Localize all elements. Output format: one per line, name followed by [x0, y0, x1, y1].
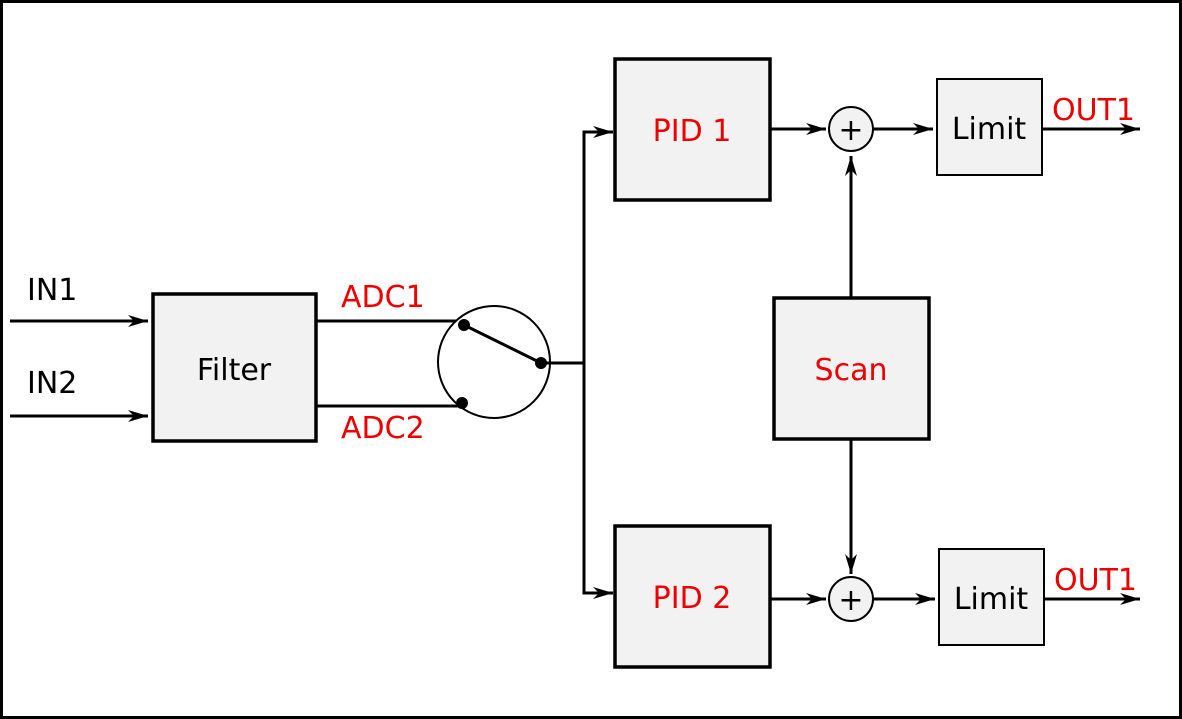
in1-label: IN1: [27, 273, 77, 308]
sum-junction-top: +: [828, 106, 874, 152]
pid2-block: [613, 524, 772, 669]
scan-label: Scan: [815, 353, 888, 388]
limit-bottom-block: [938, 548, 1045, 646]
limit-top-label: Limit: [952, 112, 1027, 147]
adc2-label: ADC2: [341, 411, 425, 446]
pid2-feed-wire: [582, 363, 613, 599]
filter-block: [151, 292, 318, 443]
out-top-label: OUT1: [1052, 93, 1135, 128]
scan-block: [772, 296, 931, 441]
sum-junction-bottom: +: [828, 576, 874, 622]
limit-top-block: [936, 78, 1043, 176]
adc1-label: ADC1: [341, 280, 425, 315]
sum-bottom-plus: +: [838, 583, 863, 618]
input-selector-switch: [437, 305, 551, 419]
limit-bottom-label: Limit: [954, 582, 1029, 617]
out-bottom-label: OUT1: [1054, 563, 1137, 598]
pid2-label: PID 2: [653, 581, 732, 616]
in2-label: IN2: [27, 366, 77, 401]
filter-label: Filter: [197, 353, 272, 388]
pid1-label: PID 1: [653, 114, 732, 149]
sum-top-plus: +: [838, 113, 863, 148]
pid1-feed-wire: [582, 126, 613, 363]
